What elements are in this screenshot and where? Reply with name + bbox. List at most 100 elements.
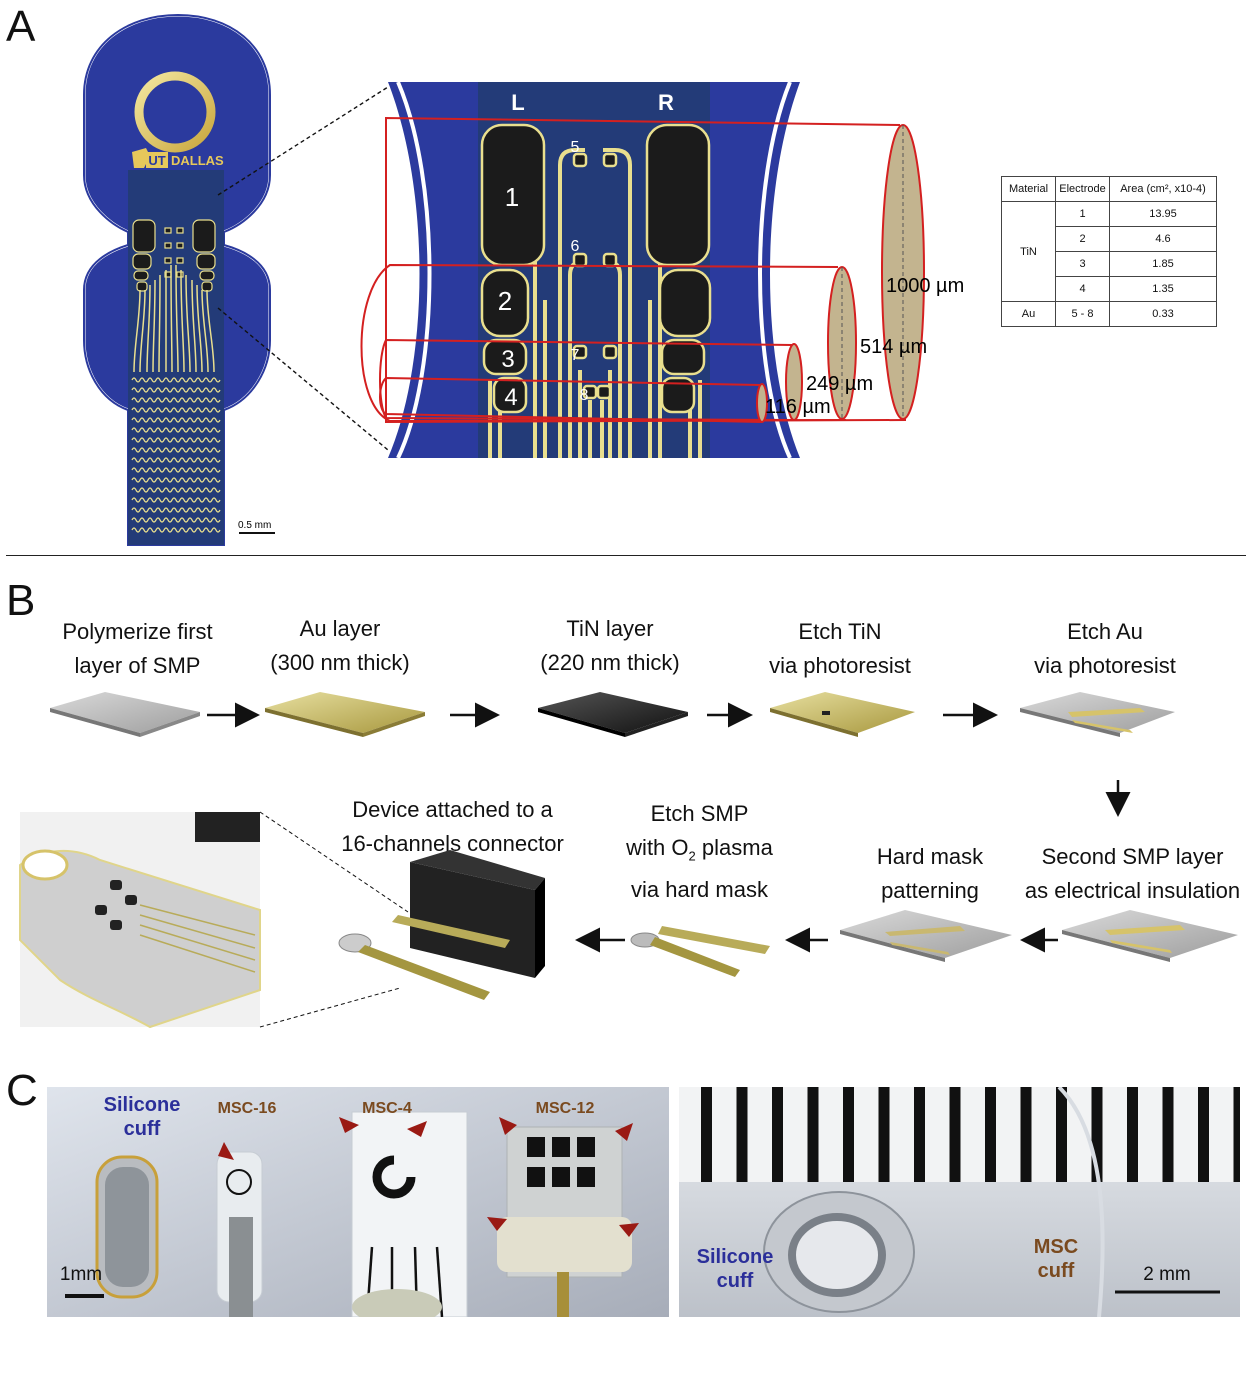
photo-cuff-closeup-render — [679, 1087, 1240, 1317]
step-8-line: Etch SMP — [650, 801, 749, 826]
label-silicone-line: Silicone — [103, 1094, 181, 1116]
step-8-label: Etch SMP with O2 plasma via hard mask — [612, 797, 787, 907]
diameter-1000: 1000 µm — [886, 275, 964, 297]
step-1-line: Polymerize first — [62, 619, 213, 644]
inset-zoom-bottom — [259, 987, 401, 1028]
step-5-line: via photoresist — [1034, 653, 1176, 678]
table-row: TiN 1 13.95 — [1001, 201, 1217, 302]
electrode-3: 3 — [501, 346, 514, 373]
panel-divider — [6, 555, 1246, 556]
electrode-5: 5 — [571, 139, 580, 156]
step-2-line: Au layer — [299, 616, 381, 641]
table-row: Au 5 - 8 0.33 — [1001, 301, 1217, 327]
step-3-label: TiN layer (220 nm thick) — [520, 612, 700, 680]
step-4-line: Etch TiN — [798, 619, 882, 644]
table-cell: 5 - 8 — [1055, 301, 1110, 327]
step-8-o2-prefix: with O — [626, 835, 689, 860]
zoom-line-top — [217, 86, 389, 196]
diameter-116: 116 µm — [765, 396, 831, 418]
plate-etch-tin — [770, 692, 915, 737]
table-cell: 1.35 — [1109, 276, 1217, 302]
step-6-line: as electrical insulation — [1024, 878, 1241, 903]
step-3-line: (220 nm thick) — [540, 650, 680, 675]
panel-label-a: A — [6, 2, 36, 51]
table-cell: 3 — [1055, 251, 1110, 277]
label-silicone-line: cuff — [716, 1270, 754, 1292]
table-cell: 1.85 — [1109, 251, 1217, 277]
plate-second-smp — [1062, 910, 1238, 962]
step-4-label: Etch TiN via photoresist — [750, 615, 930, 683]
serpentine-area — [131, 377, 221, 533]
diameter-514: 514 µm — [860, 336, 927, 358]
plate-tin — [538, 692, 688, 737]
label-silicone-cuff-right: Silicone cuff — [685, 1245, 785, 1293]
inset-zoom-top — [259, 811, 409, 913]
table-cell: 4 — [1055, 276, 1110, 302]
label-msc4: MSC-4 — [362, 1100, 412, 1117]
table-header: Material — [1001, 176, 1056, 202]
table-header-row: Material Electrode Area (cm², x10-4) — [1001, 176, 1217, 202]
utdallas-logo: UT DALLAS — [132, 148, 224, 168]
electrode-8: 8 — [580, 387, 589, 404]
photo-devices-render — [47, 1087, 669, 1317]
panel-label-c: C — [6, 1066, 38, 1115]
step-6-line: Second SMP layer — [1041, 844, 1224, 869]
plate-smp — [50, 692, 200, 737]
table-cell-material: Au — [1001, 301, 1056, 327]
electrode-2: 2 — [498, 286, 512, 316]
photo-cuff-closeup: Silicone cuff MSC cuff 2 mm — [679, 1087, 1240, 1317]
table-cell: 2 — [1055, 226, 1110, 252]
zoom-line-bottom — [217, 307, 389, 451]
step-7-label: Hard mask patterning — [850, 840, 1010, 908]
table-header: Area (cm², x10-4) — [1109, 176, 1217, 202]
table-cell: 4.6 — [1109, 226, 1217, 252]
label-msc-line: cuff — [1037, 1260, 1075, 1282]
step-9-label: Device attached to a 16-channels connect… — [325, 793, 580, 861]
step-2-line: (300 nm thick) — [270, 650, 410, 675]
step-6-label: Second SMP layer as electrical insulatio… — [1015, 840, 1250, 908]
table-cell-material: TiN — [1001, 201, 1056, 302]
electrode-7: 7 — [571, 347, 580, 364]
label-scale-2mm: 2 mm — [1143, 1264, 1191, 1285]
table-cell: 13.95 — [1109, 201, 1217, 227]
small-electrodes — [132, 219, 216, 292]
step-2-label: Au layer (300 nm thick) — [250, 612, 430, 680]
cylinders — [360, 116, 925, 424]
traces — [133, 264, 215, 373]
label-silicone-line: Silicone — [696, 1246, 774, 1268]
electrode-1: 1 — [505, 182, 519, 212]
diameter-249: 249 µm — [806, 373, 873, 395]
label-scale-1mm: 1mm — [59, 1264, 103, 1285]
photo-devices: Silicone cuff MSC-16 MSC-4 MSC-12 1mm — [47, 1087, 669, 1317]
zoom-electrodes — [480, 123, 712, 414]
zoom-view: L R — [388, 81, 800, 459]
panel-b-figure — [19, 692, 1238, 1029]
electrode-6: 6 — [571, 238, 580, 255]
plate-hard-mask — [840, 910, 1012, 962]
device-with-connector — [338, 850, 545, 1000]
electrode-area-table: Material Electrode Area (cm², x10-4) TiN… — [1001, 176, 1217, 327]
table-cell: 0.33 — [1109, 301, 1217, 327]
step-1-label: Polymerize first layer of SMP — [40, 615, 235, 683]
step-4-line: via photoresist — [769, 653, 911, 678]
step-8-subscript: 2 — [688, 848, 696, 864]
device-render-inset — [19, 812, 261, 1029]
ruler-ticks — [701, 1087, 1240, 1182]
label-msc12: MSC-12 — [535, 1100, 595, 1117]
device-etched — [630, 926, 770, 977]
panel-label-b: B — [6, 576, 36, 625]
ring-electrode — [134, 71, 216, 153]
label-msc-line: MSC — [1033, 1236, 1079, 1258]
scale-bar-a-label: 0.5 mm — [238, 520, 271, 531]
step-7-line: patterning — [881, 878, 979, 903]
electrode-4: 4 — [504, 384, 517, 411]
step-7-line: Hard mask — [876, 844, 984, 869]
logo-ut: UT — [148, 153, 165, 168]
logo-dallas: DALLAS — [171, 153, 224, 168]
step-5-line: Etch Au — [1067, 619, 1143, 644]
step-8-o2-suffix: plasma — [695, 835, 773, 860]
plate-etch-au — [1020, 692, 1175, 737]
label-msc16: MSC-16 — [217, 1100, 277, 1117]
plate-au — [265, 692, 425, 737]
step-8-line: with O2 plasma — [612, 831, 787, 873]
